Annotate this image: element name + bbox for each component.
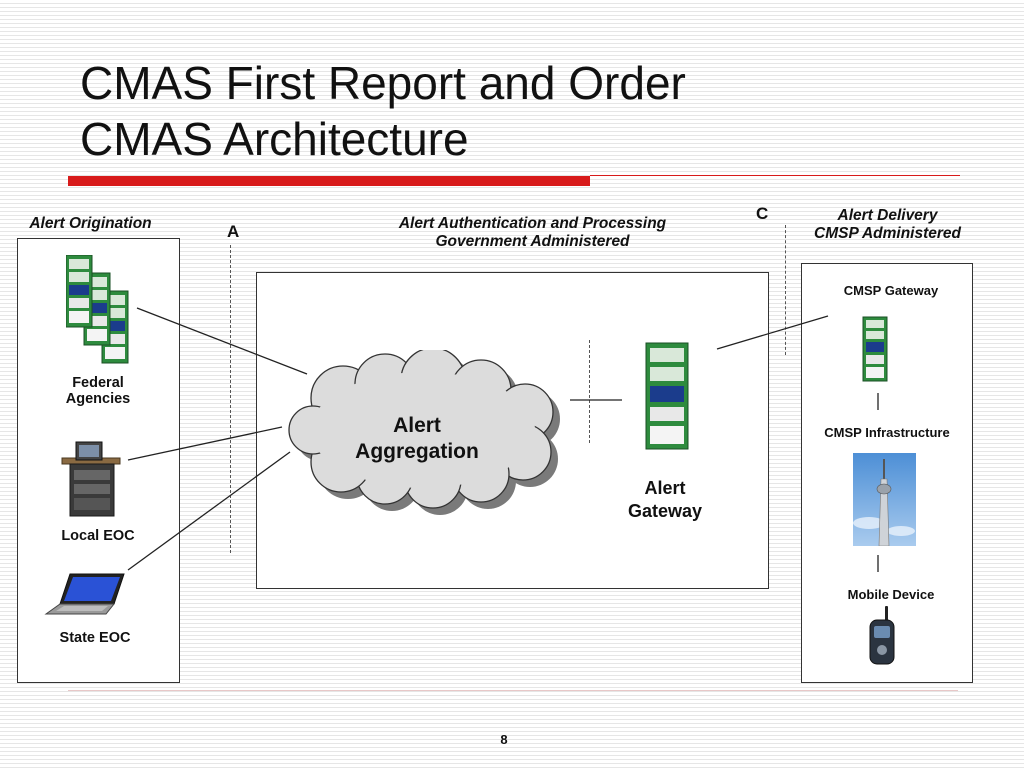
interface-line-c [785, 225, 786, 355]
title-line-1: CMAS First Report and Order [80, 57, 686, 109]
alert-gateway-server-icon [645, 342, 689, 450]
interface-label-c: C [756, 204, 769, 223]
aggregation-label: Alert Aggregation [325, 413, 509, 465]
label-federal-agencies: Federal Agencies [48, 375, 148, 407]
connector-state-to-aggregation [127, 451, 291, 571]
heading-delivery-line-2: CMSP Administered [814, 225, 961, 242]
label-mobile-device: Mobile Device [847, 587, 935, 602]
server-rack-1 [66, 255, 93, 328]
gateway-line-1: Alert [644, 478, 686, 498]
alert-gateway-label: Alert Gateway [605, 477, 725, 523]
aggregation-line-1: Alert [393, 414, 441, 437]
heading-alert-delivery: Alert Delivery CMSP Administered [790, 207, 985, 243]
workstation-icon [61, 441, 121, 517]
heading-processing-line-1: Alert Authentication and Processing [398, 215, 667, 232]
heading-alert-origination: Alert Origination [29, 215, 152, 232]
aggregation-line-2: Aggregation [355, 440, 479, 463]
alert-aggregation-cloud [288, 350, 560, 515]
heading-processing-line-2: Government Administered [435, 233, 630, 250]
connector-gateway-to-cmsp [716, 315, 829, 350]
label-cmsp-infrastructure: CMSP Infrastructure [824, 425, 950, 440]
laptop-icon [44, 573, 125, 615]
connector-federal-to-aggregation [136, 307, 308, 375]
label-cmsp-gateway: CMSP Gateway [843, 283, 939, 298]
connector-local-to-aggregation [127, 426, 283, 461]
heading-delivery-line-1: Alert Delivery [837, 207, 938, 224]
title-line-2: CMAS Architecture [80, 113, 469, 165]
title-underline [68, 176, 590, 186]
interface-line-a [230, 245, 231, 553]
cmsp-gateway-server-icon [862, 316, 888, 382]
gateway-line-2: Gateway [627, 501, 703, 521]
page-number: 8 [500, 732, 508, 747]
label-federal-line-2: Agencies [65, 391, 131, 407]
slide-title: CMAS First Report and Order CMAS Archite… [80, 55, 686, 167]
server-rack-2 [83, 272, 111, 346]
title-underline-thin [590, 175, 960, 176]
footer-rule [68, 690, 958, 691]
mobile-phone-icon [862, 604, 902, 668]
label-local-eoc: Local EOC [61, 528, 135, 544]
interface-label-a: A [227, 222, 240, 241]
cell-tower-icon [853, 453, 916, 546]
interface-line-b [589, 340, 590, 443]
label-federal-line-1: Federal [72, 375, 124, 391]
label-state-eoc: State EOC [59, 630, 131, 646]
federal-server-icon [66, 255, 129, 364]
heading-alert-processing: Alert Authentication and Processing Gove… [340, 215, 725, 251]
